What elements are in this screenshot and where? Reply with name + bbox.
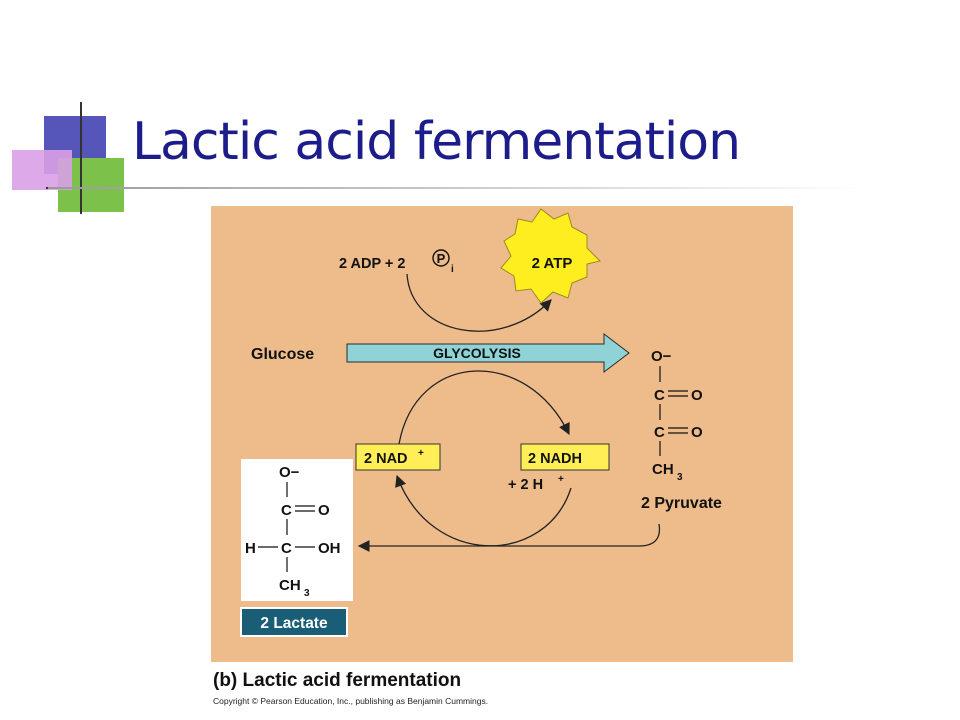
- lactate-hydrogen: H: [245, 540, 256, 557]
- decor-square-pink: [12, 150, 72, 190]
- adp-phosphate-label: 2 ADP + 2: [339, 256, 406, 272]
- lactate-label: 2 Lactate: [260, 615, 328, 632]
- glucose-label: Glucose: [251, 346, 314, 363]
- pyruvate-to-lactate-arrow: [357, 523, 661, 552]
- atp-label: 2 ATP: [532, 255, 573, 272]
- nadh-label: 2 NADH: [528, 451, 582, 467]
- lactate-structure-box: [241, 459, 353, 601]
- phosphate-symbol: P: [437, 251, 446, 266]
- pyruvate-methyl: CH: [652, 461, 674, 478]
- lactate-structure: O− C O H C OH CH 3: [245, 464, 341, 599]
- nad-charge: +: [418, 448, 424, 459]
- fermentation-figure: 2 ATP 2 ADP + 2 P i GLYCOLYSIS Glucose 2…: [211, 206, 793, 662]
- atp-production-arrow: [406, 273, 552, 332]
- nadh-box: [520, 443, 610, 471]
- slide-title: Lactic acid fermentation: [132, 112, 741, 172]
- pyruvate-carbon-1: C: [654, 387, 665, 404]
- decor-vertical-line: [80, 102, 82, 214]
- pyruvate-o-minus: O−: [651, 348, 672, 365]
- glycolysis-arrow: [346, 332, 630, 374]
- glycolysis-label: GLYCOLYSIS: [433, 345, 521, 361]
- atp-burst: [500, 208, 601, 304]
- protons-label: + 2 H: [508, 477, 543, 493]
- lactate-carbonyl-o: O: [318, 502, 330, 519]
- lactate-methyl-subscript: 3: [304, 588, 310, 599]
- lactate-methyl: CH: [279, 577, 301, 594]
- copyright-notice: Copyright © Pearson Education, Inc., pub…: [213, 696, 489, 706]
- lactate-carbon-1: C: [281, 502, 292, 519]
- title-rule: [48, 187, 868, 189]
- phosphate-circle-icon: [432, 249, 450, 267]
- pyruvate-carbonyl-o-1: O: [691, 387, 703, 404]
- nad-reduction-arrow: [398, 370, 570, 445]
- lactate-carbon-2: C: [281, 540, 292, 557]
- nad-label: 2 NAD: [364, 451, 408, 467]
- pyruvate-structure: O− C O C O CH 3: [651, 348, 703, 483]
- figure-caption: (b) Lactic acid fermentation: [213, 670, 462, 691]
- pyruvate-carbonyl-o-2: O: [691, 424, 703, 441]
- lactate-hydroxyl: OH: [318, 540, 341, 557]
- nad-box: [355, 443, 441, 471]
- pyruvate-label: 2 Pyruvate: [641, 495, 722, 512]
- pyruvate-methyl-subscript: 3: [677, 472, 683, 483]
- lactate-o-minus: O−: [279, 464, 300, 481]
- pyruvate-carbon-2: C: [654, 424, 665, 441]
- lactate-badge: [240, 607, 348, 637]
- nadh-oxidation-arrow: [395, 474, 572, 547]
- phosphate-subscript: i: [451, 264, 454, 275]
- fermentation-diagram: 2 ATP 2 ADP + 2 P i GLYCOLYSIS Glucose 2…: [240, 208, 722, 637]
- protons-charge: +: [558, 474, 564, 485]
